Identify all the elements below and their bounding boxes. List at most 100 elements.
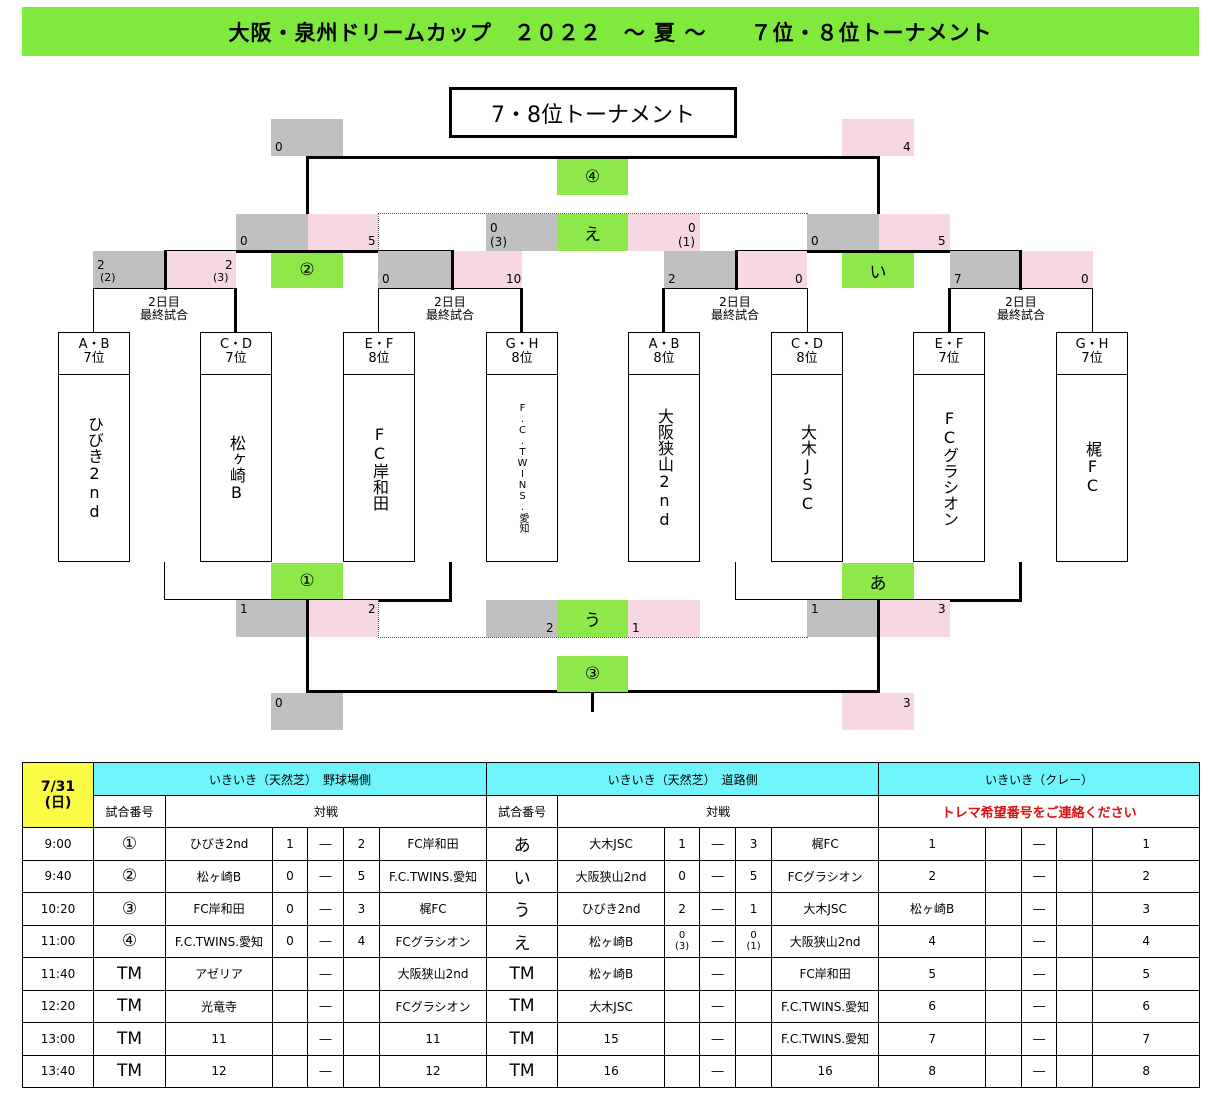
dash-cell: ― xyxy=(307,924,344,958)
match-no-cell: TM xyxy=(93,1054,166,1088)
score-cell: 2 xyxy=(343,827,380,861)
bracket-line xyxy=(93,288,94,332)
score-1-left: 1 xyxy=(240,602,248,616)
match-no-cell: TM xyxy=(93,989,166,1023)
empty-cell xyxy=(985,1022,1023,1056)
score-cell-gray xyxy=(271,693,343,730)
match-i-label: い xyxy=(842,252,914,288)
bracket-line xyxy=(591,690,594,712)
team-cell: FCグラシオン xyxy=(378,989,488,1023)
score-cell: 4 xyxy=(343,924,380,958)
dash-cell: ― xyxy=(307,859,344,893)
bracket-line xyxy=(451,250,454,290)
team-cell: 梶FC xyxy=(771,827,880,861)
empty-cell xyxy=(985,1054,1023,1088)
bracket-line xyxy=(164,250,167,290)
bracket-line xyxy=(735,250,1022,253)
team-cell: FC岸和田 xyxy=(378,827,488,861)
score-cell: 0 xyxy=(272,924,308,958)
team-name: FC岸和田 xyxy=(370,425,389,511)
dotted-line xyxy=(378,213,379,251)
score-cell-gray xyxy=(236,214,308,251)
team-cell: 1 xyxy=(878,827,987,861)
score-t4-right: 0 xyxy=(1081,272,1089,286)
date-cell: 7/31(日) xyxy=(22,762,94,828)
dash-cell: ― xyxy=(307,892,344,926)
score-cell-gray xyxy=(807,214,879,251)
score-cell-pink xyxy=(879,214,950,251)
dash-cell: ― xyxy=(1021,827,1058,861)
score-cell: 1 xyxy=(664,827,701,861)
team-cell: 大木JSC xyxy=(557,989,666,1023)
score-t3-right: 0 xyxy=(795,272,803,286)
team-cell: 松ヶ崎B xyxy=(878,892,987,926)
team-name: 大木JSC xyxy=(798,423,817,513)
bracket-line xyxy=(1019,562,1022,600)
score-t3-left: 2 xyxy=(668,272,676,286)
score-cell-gray xyxy=(378,251,453,288)
match-a-label: あ xyxy=(842,563,914,599)
dotted-line xyxy=(378,600,379,638)
team-cell: FC岸和田 xyxy=(771,957,880,991)
team-cell: 16 xyxy=(557,1054,666,1088)
score-cell xyxy=(343,1054,380,1088)
score-cell: 0(1) xyxy=(735,924,773,958)
time-cell: 11:40 xyxy=(22,957,94,991)
time-cell: 11:00 xyxy=(22,924,94,958)
bracket-line xyxy=(306,156,880,159)
score-cell xyxy=(343,989,380,1023)
venue-header: いきいき（クレー） xyxy=(878,762,1201,796)
day2-label: 2日目最終試合 xyxy=(425,295,474,322)
score-cell-pink xyxy=(879,600,950,637)
team-name: FCグラシオン xyxy=(940,409,959,527)
team-cell: ひびき2nd xyxy=(165,827,273,861)
team-cell: 12 xyxy=(378,1054,488,1088)
bracket-line xyxy=(948,288,951,332)
team-cell: 11 xyxy=(165,1022,273,1056)
time-cell: 10:20 xyxy=(22,892,94,926)
team-cell: 11 xyxy=(378,1022,488,1056)
team-cell: F.C.TWINS.愛知 xyxy=(165,924,273,958)
bracket-line xyxy=(378,288,379,332)
bracket-line xyxy=(662,288,665,332)
dash-cell: ― xyxy=(307,1022,344,1056)
match-1-label: ① xyxy=(271,563,343,599)
score-cell xyxy=(664,989,701,1023)
team-cell: 2 xyxy=(1092,859,1201,893)
bracket-line xyxy=(306,599,452,602)
score-a-left: 1 xyxy=(811,602,819,616)
dash-cell: ― xyxy=(307,1054,344,1088)
score-cell: 1 xyxy=(272,827,308,861)
dash-cell: ― xyxy=(1021,957,1058,991)
match-u-label: う xyxy=(557,600,628,637)
score-cell xyxy=(272,989,308,1023)
score-t1-left: 2 xyxy=(97,258,105,272)
dash-cell: ― xyxy=(699,859,737,893)
team-cell: 3 xyxy=(1092,892,1201,926)
dash-cell: ― xyxy=(699,1022,737,1056)
score-4-right: 4 xyxy=(903,140,911,154)
score-cell-pink xyxy=(628,600,700,637)
score-cell xyxy=(343,957,380,991)
empty-cell xyxy=(985,859,1023,893)
score-cell-pink xyxy=(308,214,378,251)
score-cell-gray xyxy=(486,214,557,251)
page-title: 大阪・泉州ドリームカップ ２０２２ ～ 夏 ～ ７位・８位トーナメント xyxy=(22,7,1199,56)
score-cell: 0 xyxy=(272,859,308,893)
team-cell: 大阪狭山2nd xyxy=(771,924,880,958)
team-cell: 4 xyxy=(878,924,987,958)
score-1-right: 2 xyxy=(368,602,376,616)
score-cell xyxy=(664,1054,701,1088)
team-name: 大阪狭山2nd xyxy=(655,407,674,529)
score-cell xyxy=(664,957,701,991)
score-2-left: 0 xyxy=(240,234,248,248)
